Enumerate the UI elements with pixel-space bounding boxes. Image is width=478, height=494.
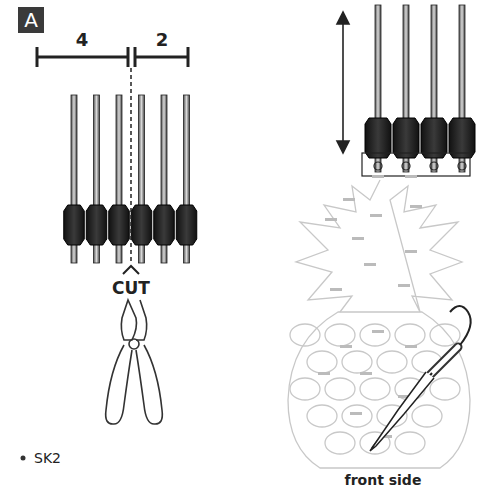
scale	[430, 378, 460, 400]
pineapple-board	[288, 180, 470, 468]
header-body	[154, 205, 175, 245]
scale	[307, 405, 337, 427]
part-name: SK2	[34, 451, 61, 465]
dimension-bracket	[37, 47, 188, 67]
scale	[395, 432, 425, 454]
scale	[412, 405, 442, 427]
side-cutter	[106, 300, 163, 424]
scale	[342, 351, 372, 373]
led-pad	[330, 288, 342, 291]
scale	[290, 378, 320, 400]
led-pad	[405, 250, 417, 253]
header-body	[131, 205, 152, 245]
led-pad	[370, 214, 382, 217]
header-body	[365, 118, 391, 158]
header-body	[109, 205, 130, 245]
soldering-iron	[370, 306, 471, 451]
scale	[342, 405, 372, 427]
scale	[395, 324, 425, 346]
led-pad	[372, 330, 384, 333]
led-pad	[325, 218, 337, 221]
step-letter: A	[24, 10, 38, 30]
pad-outline	[362, 153, 470, 176]
led-pad	[405, 175, 417, 178]
pad	[458, 162, 466, 170]
cut-line	[130, 68, 132, 262]
pad	[402, 162, 410, 170]
step-letter-box: A	[18, 7, 44, 33]
cut-label: CUT	[112, 280, 150, 297]
header-body	[86, 205, 107, 245]
led-pad	[364, 263, 376, 266]
led-pad	[340, 345, 352, 348]
pad	[430, 162, 438, 170]
led-pad	[318, 372, 330, 375]
scale	[290, 324, 320, 346]
scale	[430, 324, 460, 346]
pin-header	[365, 5, 475, 172]
led-pad	[410, 205, 422, 208]
view-caption: front side	[345, 473, 422, 487]
dimension-number: 2	[156, 31, 169, 49]
led-pad	[372, 175, 384, 178]
header-body	[64, 205, 85, 245]
pad	[374, 162, 382, 170]
scale	[325, 324, 355, 346]
led-pad	[398, 284, 410, 287]
header-body	[393, 118, 419, 158]
header-body	[421, 118, 447, 158]
insert-arrow	[337, 12, 349, 153]
led-pad	[352, 237, 364, 240]
header-body	[449, 118, 475, 158]
dimension-number: 4	[76, 31, 89, 49]
led-pad	[360, 372, 372, 375]
led-pad	[343, 198, 355, 201]
scale	[360, 378, 390, 400]
scale	[377, 351, 407, 373]
header-body	[176, 205, 197, 245]
led-pad	[405, 345, 417, 348]
scale	[360, 324, 390, 346]
led-pad	[350, 412, 362, 415]
bullet	[21, 456, 26, 461]
scale	[307, 351, 337, 373]
scale	[325, 378, 355, 400]
cut-marker	[123, 266, 139, 274]
scale	[325, 432, 355, 454]
